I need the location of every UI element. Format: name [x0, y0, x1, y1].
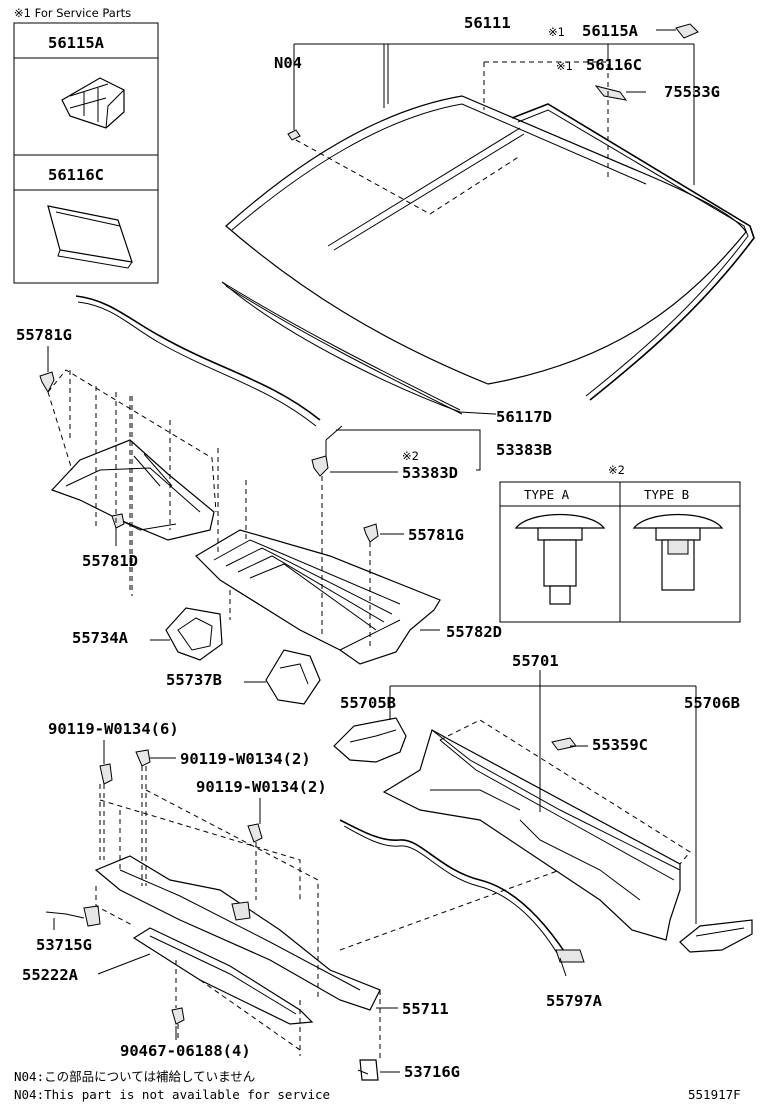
bracket-55737B [265, 649, 321, 705]
type-table-mark: ※2 [608, 463, 625, 477]
cowl-panel-55701 [382, 719, 691, 941]
label-56115A: 56115A [582, 22, 639, 40]
service-parts-header: ※1 For Service Parts [14, 6, 131, 20]
label-55222A: 55222A [22, 966, 79, 984]
harness-clip-53716G [357, 1059, 379, 1081]
hose-55797A [339, 819, 585, 963]
leader-lines-top [293, 29, 695, 215]
service-part-56115A-label: 56115A [48, 34, 105, 52]
label-clip-4: 90467-06188(4) [120, 1042, 251, 1060]
label-55734A: 55734A [72, 629, 129, 647]
label-bolt-6: 90119-W0134(6) [48, 720, 179, 738]
seal-55222A [132, 927, 314, 1025]
n04-marker [287, 129, 301, 141]
clips-fasteners [39, 371, 379, 1025]
mark-1a: ※1 [548, 25, 565, 39]
mark-2: ※2 [402, 449, 419, 463]
label-55711: 55711 [402, 1000, 449, 1018]
label-55705B: 55705B [340, 694, 396, 712]
cowl-grille-55782D [195, 529, 441, 665]
diagram-id: 551917F [688, 1087, 741, 1102]
label-53715G: 53715G [36, 936, 92, 954]
label-leader-lines [47, 346, 588, 1073]
label-53383D: 53383D [402, 464, 458, 482]
mark-1b: ※1 [556, 59, 573, 73]
label-55797A: 55797A [546, 992, 603, 1010]
label-53383B: 53383B [496, 441, 552, 459]
clip-type-table: ※2 TYPE A TYPE B [499, 463, 741, 623]
service-parts-box: ※1 For Service Parts 56115A 56116C [13, 6, 159, 284]
label-bolt-2a: 90119-W0134(2) [180, 750, 311, 768]
label-55781G-mid: 55781G [408, 526, 464, 544]
leader-lines-cowl [47, 369, 496, 646]
label-55782D: 55782D [446, 623, 502, 641]
label-55781G-top: 55781G [16, 326, 72, 344]
bracket-55705B [333, 717, 407, 763]
windshield-glass-56111 [221, 95, 747, 415]
label-56111: 56111 [464, 14, 511, 32]
label-56116C: 56116C [586, 56, 642, 74]
label-55706B: 55706B [684, 694, 740, 712]
label-bolt-2b: 90119-W0134(2) [196, 778, 327, 796]
label-n04: N04 [274, 54, 302, 72]
weatherstrip-56117D [75, 281, 495, 427]
type-b-label: TYPE B [644, 487, 689, 502]
clip-56115A-illustration [61, 77, 125, 129]
label-55781D: 55781D [82, 552, 138, 570]
bracket-55706B [679, 919, 753, 953]
label-55359C: 55359C [592, 736, 648, 754]
pad-56116C-illustration [47, 205, 133, 269]
service-parts-frame [13, 22, 159, 284]
label-56117D: 56117D [496, 408, 552, 426]
footnote-en: N04:This part is not available for servi… [14, 1087, 330, 1102]
clip-type-b-illustration [632, 514, 724, 591]
pad-55359C [551, 737, 577, 751]
label-53716G: 53716G [404, 1063, 460, 1081]
type-a-label: TYPE A [524, 487, 570, 502]
harness-clip-53715G [45, 905, 101, 927]
callout-labels: 56111 ※1 56115A N04 ※1 56116C 75533G 557… [16, 14, 740, 1081]
cowl-panel-left [50, 439, 215, 541]
pad-56116C-small [594, 85, 628, 101]
clip-type-a-illustration [514, 514, 606, 605]
moulding-75533G [511, 103, 755, 401]
label-75533G: 75533G [664, 83, 720, 101]
leader-lines-lower [95, 670, 697, 1060]
label-55701: 55701 [512, 652, 559, 670]
service-part-56116C-label: 56116C [48, 166, 104, 184]
bracket-55734A [165, 607, 223, 661]
label-55737B: 55737B [166, 671, 222, 689]
footnote-jp: N04:この部品については補給していません [14, 1069, 255, 1084]
clip-56115A-small [675, 23, 699, 39]
